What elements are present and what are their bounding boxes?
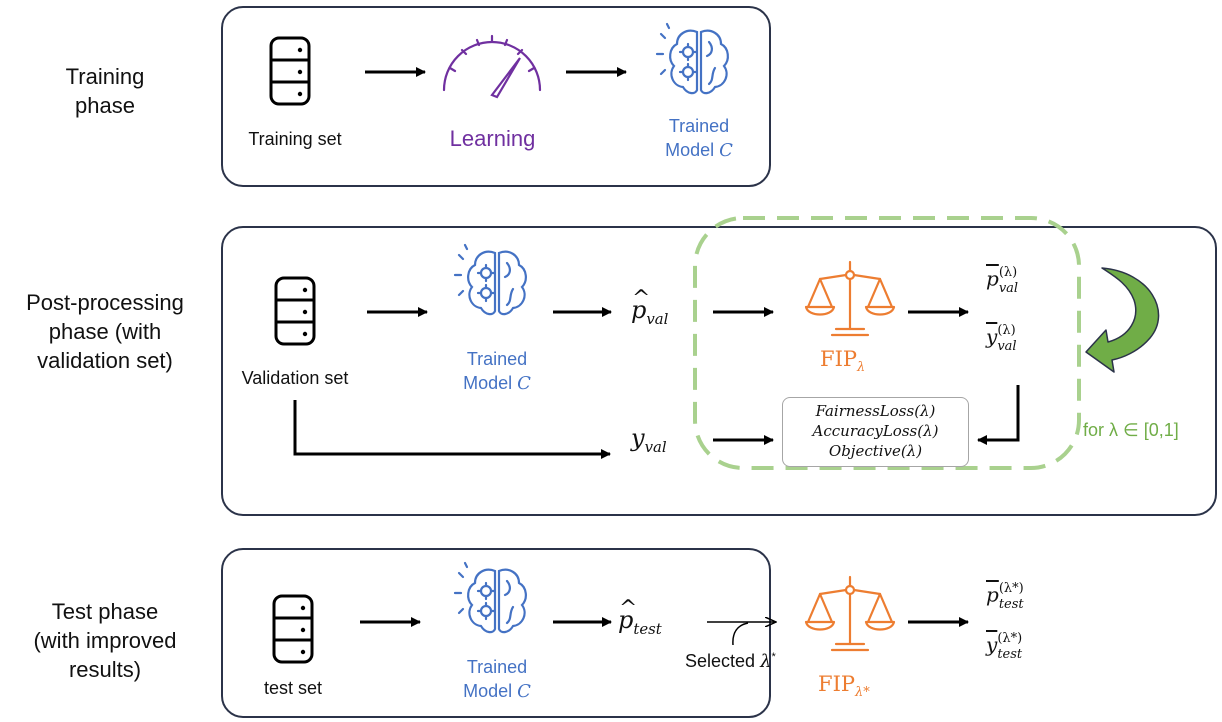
postprocessing-phase-box	[221, 226, 1217, 516]
brain-gears-icon	[453, 561, 527, 634]
lambda-range-label: for λ ∈ [0,1]	[1083, 420, 1179, 440]
postprocessing-phase-label: Post-processing phase (with validation s…	[26, 290, 184, 373]
objective: Objective(λ)	[828, 442, 923, 460]
accuracy-loss: AccuracyLoss(λ)	[812, 422, 939, 440]
p-hat-test: ptest	[618, 596, 662, 638]
scale-icon	[804, 260, 896, 337]
test-phase-label: Test phase (with improved results)	[33, 599, 177, 682]
y-bar-val: y(λ)val	[986, 323, 1017, 354]
training-phase-label: Training phase	[65, 64, 145, 118]
y-val: yval	[631, 424, 667, 456]
test-set-label: test set	[263, 678, 323, 698]
trained-model-label: Trained Model C	[463, 349, 531, 394]
p-hat-val: pval	[631, 286, 668, 328]
scale-icon	[804, 575, 896, 652]
brain-gears-icon	[453, 243, 527, 316]
curved-arrow-icon	[1085, 267, 1160, 373]
fip-lambda-label: FIPλ	[820, 347, 866, 376]
fip-lambda-star-label: FIPλ*	[818, 672, 870, 701]
p-bar-val: p(λ)val	[986, 265, 1019, 296]
fairness-loss: FairnessLoss(λ)	[815, 402, 936, 420]
selected-lambda-label: Selected λ*	[685, 651, 776, 672]
fip-dashed-box	[693, 216, 1081, 470]
training-set-label: Training set	[248, 129, 342, 149]
p-bar-test: p(λ*)test	[986, 581, 1024, 612]
speedometer-icon	[442, 34, 542, 99]
y-bar-test: y(λ*)test	[986, 631, 1023, 662]
database-icon	[274, 276, 316, 346]
validation-set-label: Validation set	[241, 368, 349, 388]
database-icon	[272, 594, 314, 664]
loss-box: FairnessLoss(λ) AccuracyLoss(λ) Objectiv…	[782, 397, 969, 467]
trained-model-label: Trained Model C	[463, 657, 531, 702]
test-phase-box	[221, 548, 771, 718]
learning-label: Learning	[449, 126, 536, 151]
trained-model-label: Trained Model C	[665, 116, 733, 161]
training-phase-box	[221, 6, 771, 187]
brain-gears-icon	[655, 22, 729, 95]
database-icon	[269, 36, 311, 106]
